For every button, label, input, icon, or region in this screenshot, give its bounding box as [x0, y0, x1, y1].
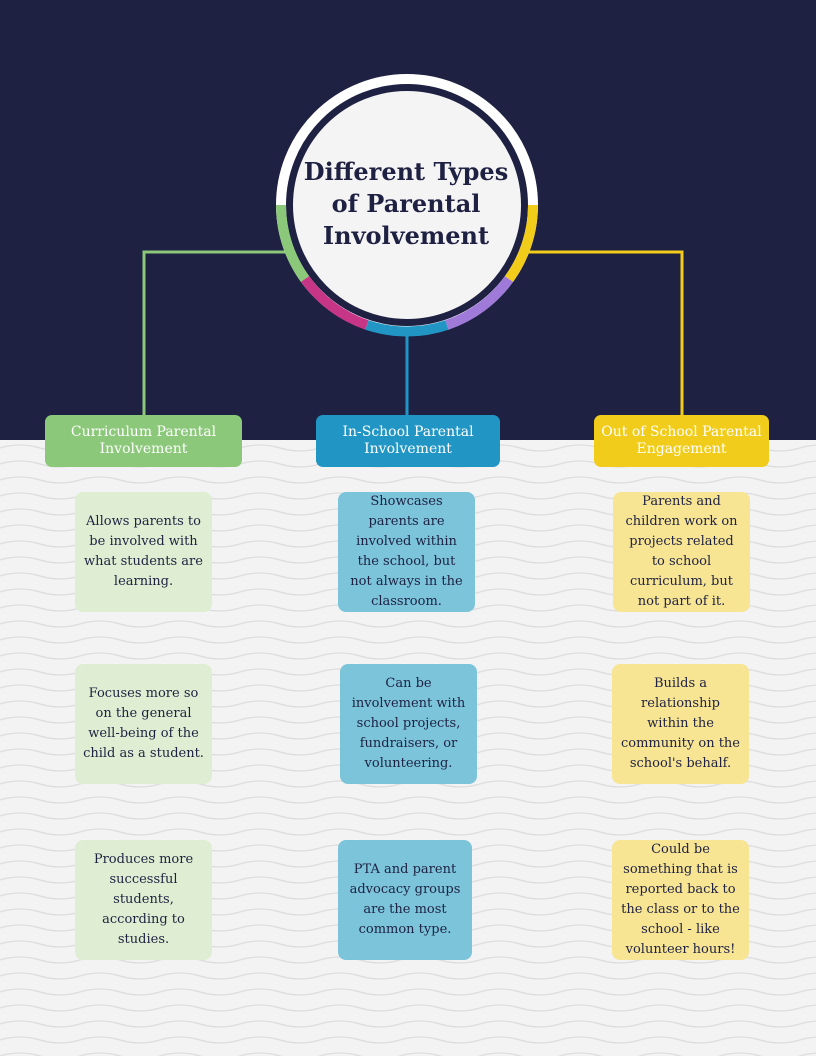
card-out-of-school-1: Parents and children work on projects re… — [613, 492, 750, 612]
ring-segment-magenta — [300, 276, 369, 330]
ring-segment-green — [276, 204, 310, 282]
diagram-title: Different Types of Parental Involvement — [303, 157, 509, 250]
connector-left — [142, 250, 290, 416]
card-in-school-2: Can be involvement with school projects,… — [340, 664, 477, 784]
card-curriculum-3: Produces more successful students, accor… — [75, 840, 212, 960]
card-curriculum-2: Focuses more so on the general well-bein… — [75, 664, 212, 784]
header-out-of-school: Out of School Parental Engagement — [594, 415, 769, 467]
card-out-of-school-2: Builds a relationship within the communi… — [612, 664, 749, 784]
card-curriculum-1: Allows parents to be involved with what … — [75, 492, 212, 612]
title-circle — [287, 85, 527, 325]
ring-segment-yellow — [504, 204, 538, 282]
card-out-of-school-3: Could be something that is reported back… — [612, 840, 749, 960]
connector-right — [524, 250, 684, 416]
header-in-school: In-School Parental Involvement — [316, 415, 500, 467]
card-in-school-3: PTA and parent advocacy groups are the m… — [338, 840, 472, 960]
card-in-school-1: Showcases parents are involved within th… — [338, 492, 475, 612]
ring-segment-purple — [445, 276, 514, 330]
header-curriculum: Curriculum Parental Involvement — [45, 415, 242, 467]
ring-segment-blue — [365, 320, 449, 337]
